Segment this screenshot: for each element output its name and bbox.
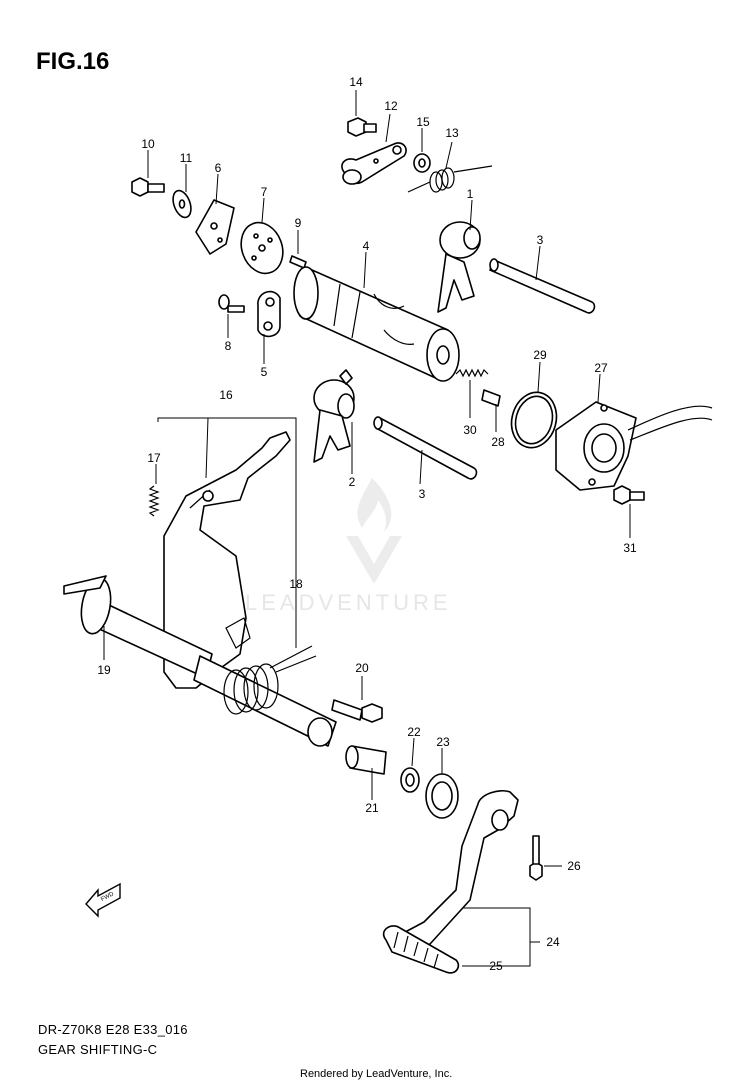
part-31-bolt[interactable] bbox=[613, 485, 645, 505]
part-12-stopper-arm[interactable] bbox=[341, 142, 407, 185]
callout-23: 23 bbox=[436, 735, 450, 749]
part-7-cam-plate[interactable] bbox=[234, 217, 289, 280]
callout-25: 25 bbox=[489, 959, 503, 973]
callout-5: 5 bbox=[261, 365, 268, 379]
callout-29: 29 bbox=[533, 348, 547, 362]
part-10-bolt[interactable] bbox=[131, 177, 165, 197]
callout-7: 7 bbox=[261, 185, 268, 199]
callout-11: 11 bbox=[180, 151, 193, 165]
part-1-shift-fork[interactable] bbox=[437, 221, 481, 313]
callout-22: 22 bbox=[407, 725, 421, 739]
part-30-spring[interactable] bbox=[455, 368, 489, 378]
callout-15: 15 bbox=[416, 115, 430, 129]
callout-28: 28 bbox=[491, 435, 505, 449]
callout-24: 24 bbox=[546, 935, 560, 949]
part-23-oil-seal[interactable] bbox=[425, 773, 459, 819]
part-3-fork-shaft-upper[interactable] bbox=[489, 258, 596, 314]
part-26-bolt[interactable] bbox=[529, 835, 543, 881]
part-29-o-ring[interactable] bbox=[506, 387, 563, 452]
callout-16: 16 bbox=[219, 388, 233, 402]
rendered-by-note: Rendered by LeadVenture, Inc. bbox=[300, 1068, 453, 1080]
callout-8: 8 bbox=[225, 339, 232, 353]
callout-6: 6 bbox=[215, 161, 222, 175]
callout-30: 30 bbox=[463, 423, 477, 437]
part-22-washer[interactable] bbox=[400, 767, 420, 793]
callout-3-upper: 3 bbox=[537, 233, 544, 247]
part-21-collar[interactable] bbox=[345, 745, 387, 775]
callout-13: 13 bbox=[445, 126, 459, 140]
callout-19: 19 bbox=[97, 663, 111, 677]
part-13-spring[interactable] bbox=[407, 165, 493, 193]
callout-9: 9 bbox=[295, 216, 302, 230]
watermark-text: LEADVENTURE bbox=[245, 590, 452, 615]
part-6-plate[interactable] bbox=[195, 199, 235, 255]
diagram-caption: GEAR SHIFTING-C bbox=[38, 1042, 158, 1057]
callout-3-lower: 3 bbox=[419, 487, 426, 501]
part-19-washer-plate[interactable] bbox=[63, 575, 115, 636]
callout-21: 21 bbox=[365, 801, 379, 815]
callout-18: 18 bbox=[289, 577, 303, 591]
callout-4: 4 bbox=[363, 239, 370, 253]
part-3-fork-shaft-lower[interactable] bbox=[373, 416, 478, 480]
callout-12: 12 bbox=[384, 99, 398, 113]
part-24-gearshift-lever[interactable] bbox=[393, 789, 519, 951]
part-8-screw[interactable] bbox=[218, 294, 245, 313]
part-9-pin[interactable] bbox=[289, 255, 307, 269]
part-28-neutral-pin[interactable] bbox=[481, 389, 501, 407]
part-11-washer[interactable] bbox=[170, 188, 195, 220]
fwd-direction-arrow-icon: FWD bbox=[85, 882, 121, 918]
callout-17: 17 bbox=[147, 451, 161, 465]
part-17-spring[interactable] bbox=[148, 485, 160, 517]
part-16-gear-shift-shaft[interactable] bbox=[83, 431, 337, 747]
part-15-washer[interactable] bbox=[413, 153, 431, 173]
callout-10: 10 bbox=[141, 137, 155, 151]
watermark-logo: LEADVENTURE bbox=[245, 478, 452, 615]
part-5-stopper-plate[interactable] bbox=[257, 290, 281, 338]
callout-labels: 14 12 15 13 10 11 6 7 9 1 3 4 8 5 29 27 … bbox=[97, 75, 637, 973]
part-20-stud-bolt[interactable] bbox=[331, 699, 383, 723]
callout-31: 31 bbox=[623, 541, 637, 555]
part-14-bolt[interactable] bbox=[347, 117, 377, 137]
part-18-return-spring[interactable] bbox=[223, 645, 317, 715]
callout-1: 1 bbox=[467, 187, 474, 201]
part-4-shift-drum[interactable] bbox=[293, 266, 460, 382]
callout-27: 27 bbox=[594, 361, 608, 375]
part-2-shift-fork[interactable] bbox=[313, 369, 355, 463]
callout-14: 14 bbox=[349, 75, 363, 89]
callout-2: 2 bbox=[349, 475, 356, 489]
part-27-gear-position-switch[interactable] bbox=[555, 401, 713, 491]
figure-title: FIG.16 bbox=[36, 48, 110, 75]
model-code: DR-Z70K8 E28 E33_016 bbox=[38, 1022, 188, 1037]
callout-20: 20 bbox=[355, 661, 369, 675]
callout-26: 26 bbox=[567, 859, 581, 873]
leader-lines bbox=[103, 90, 631, 967]
part-25-lever-rubber[interactable] bbox=[382, 925, 460, 974]
